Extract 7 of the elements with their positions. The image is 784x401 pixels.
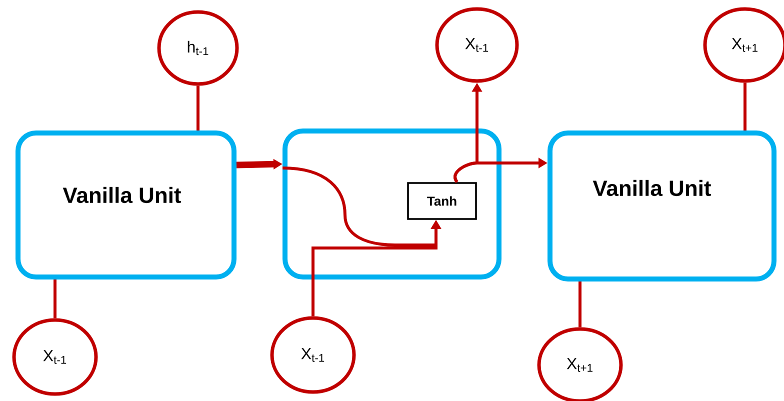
tanh-box: Tanh [407,182,477,220]
unit-box: Vanilla Unit [16,130,236,280]
connector-line [744,82,746,130]
unit-box: Vanilla Unit [548,130,776,282]
connector-line [578,282,582,328]
connector-line [196,86,200,130]
connector-line [54,280,57,318]
